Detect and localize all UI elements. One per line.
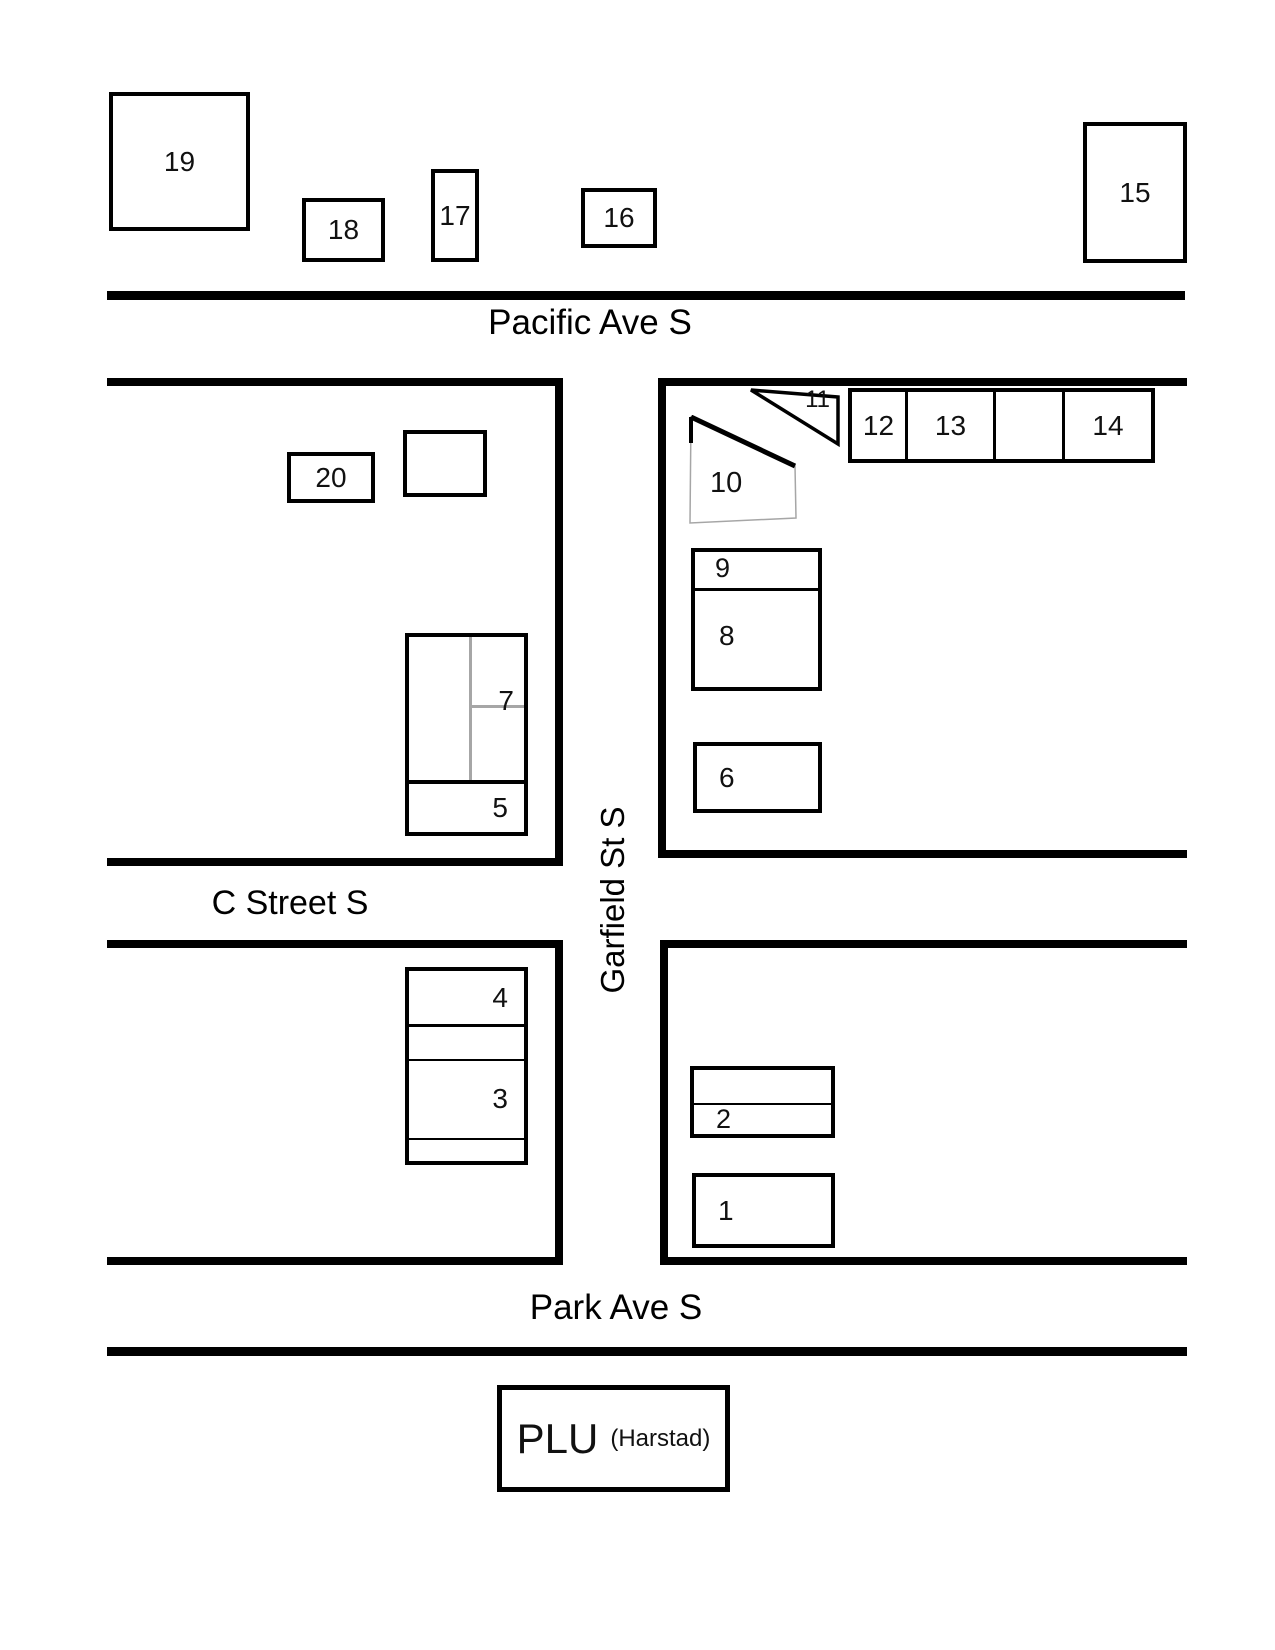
building-16-label: 16 (603, 202, 635, 233)
building-13-label: 13 (934, 409, 967, 441)
block-northeast-outline (658, 378, 1187, 858)
block-southeast-outline (660, 940, 1187, 1265)
complex-3-divider (409, 1138, 524, 1140)
street-label-park: Park Ave S (529, 1288, 703, 1327)
building-complex-7-5: 7 5 (405, 633, 528, 836)
building-10: 10 (688, 415, 798, 525)
building-18: 18 (302, 198, 385, 262)
building-8-label: 8 (719, 620, 735, 651)
complex-5-divider (409, 780, 524, 784)
building-16: 16 (581, 188, 657, 248)
building-9-label: 9 (715, 553, 731, 583)
building-complex-4-3: 4 3 (405, 967, 528, 1165)
building-20-label: 20 (315, 461, 347, 493)
plu-label: PLU (516, 1414, 599, 1462)
building-10-label: 10 (710, 467, 743, 499)
park-ave-line (107, 1347, 1187, 1356)
building-5-label: 5 (492, 792, 508, 823)
building-3-label: 3 (492, 1083, 508, 1114)
building-row-12-14: 12 13 14 (848, 388, 1155, 463)
complex-7-divider-horizontal (469, 705, 524, 708)
building-6: 6 (693, 742, 822, 813)
block-northwest-outline (107, 378, 563, 866)
building-20: 20 (287, 452, 375, 503)
plu-detail-label: (Harstad) (610, 1424, 711, 1452)
building-15: 15 (1083, 122, 1187, 263)
pacific-ave-line (107, 291, 1185, 300)
complex-4-divider-2 (409, 1059, 524, 1061)
block-southwest-outline (107, 940, 563, 1265)
street-label-garfield: Garfield St S (594, 806, 631, 994)
street-label-pacific: Pacific Ave S (488, 303, 692, 342)
building-unlabeled-nw (403, 430, 487, 497)
street-label-c-street: C Street S (211, 884, 369, 922)
building-complex-9-8: 9 8 (691, 548, 822, 691)
row-divider-1 (905, 392, 908, 459)
row-divider-3 (1062, 392, 1065, 459)
complex-4-divider-1 (405, 1024, 526, 1027)
plu-harstad-box: PLU (Harstad) (497, 1385, 730, 1492)
building-11-shape (750, 388, 840, 448)
building-complex-2: 2 (690, 1066, 835, 1138)
building-6-label: 6 (719, 761, 735, 793)
building-15-label: 15 (1119, 176, 1151, 208)
building-11-label: 11 (805, 386, 830, 413)
building-11: 11 (748, 386, 842, 448)
building-14-label: 14 (1092, 409, 1124, 441)
building-1: 1 (692, 1173, 835, 1248)
building-1-label: 1 (718, 1194, 734, 1226)
building-4-label: 4 (492, 982, 508, 1013)
building-17-label: 17 (439, 199, 471, 231)
row-divider-2 (993, 392, 996, 459)
building-19: 19 (109, 92, 250, 231)
building-17: 17 (431, 169, 479, 262)
building-2-label: 2 (716, 1104, 732, 1134)
building-10-shape (689, 415, 797, 524)
building-7-label: 7 (498, 685, 514, 716)
complex-2-divider (694, 1103, 831, 1105)
complex-7-divider-vertical (469, 637, 472, 783)
complex-9-8-divider (695, 588, 818, 591)
building-18-label: 18 (327, 214, 360, 245)
building-19-label: 19 (163, 145, 196, 177)
building-12-label: 12 (862, 409, 895, 441)
